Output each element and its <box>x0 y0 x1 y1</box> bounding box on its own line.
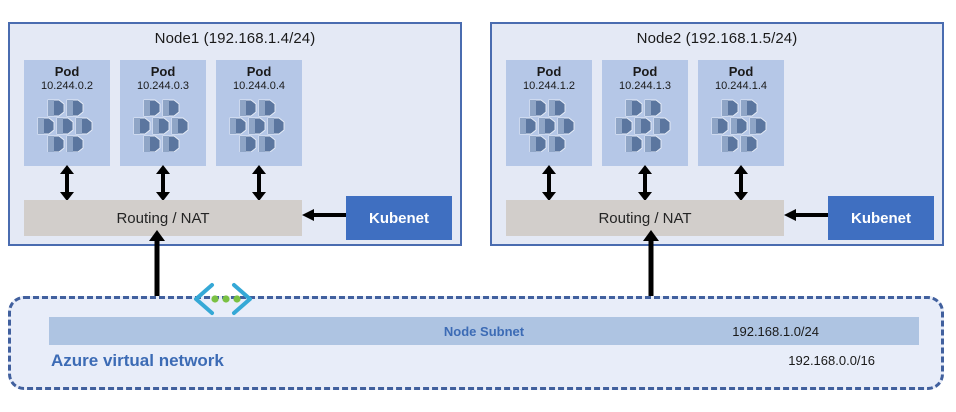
pod-routing-arrow <box>156 165 170 201</box>
pod-box: Pod 10.244.0.3 <box>120 60 206 166</box>
pod-ip: 10.244.1.2 <box>523 80 575 92</box>
pod-routing-arrow <box>734 165 748 201</box>
pod-ip: 10.244.1.4 <box>715 80 767 92</box>
pod-label: Pod <box>728 64 754 79</box>
kubernetes-pod-icon <box>229 99 285 152</box>
pod-ip: 10.244.0.3 <box>137 80 189 92</box>
kubenet-routing-arrow <box>784 209 830 221</box>
pod-routing-arrow <box>252 165 266 201</box>
routing-nat-box: Routing / NAT <box>24 200 302 236</box>
pod-label: Pod <box>246 64 272 79</box>
kubernetes-pod-icon <box>37 99 93 152</box>
pod-ip: 10.244.0.2 <box>41 80 93 92</box>
kubernetes-pod-icon <box>711 99 767 152</box>
kubenet-label: Kubenet <box>369 209 429 227</box>
chevron-dots-icon <box>194 283 252 315</box>
azure-vnet-box: Node Subnet 192.168.1.0/24 Azure virtual… <box>8 296 944 390</box>
node-title: Node2 (192.168.1.5/24) <box>636 30 798 47</box>
kubernetes-pod-icon <box>133 99 189 152</box>
pod-box: Pod 10.244.0.4 <box>216 60 302 166</box>
kubenet-box: Kubenet <box>346 196 452 240</box>
pod-routing-arrow <box>60 165 74 201</box>
pod-label: Pod <box>632 64 658 79</box>
pod-label: Pod <box>150 64 176 79</box>
kubernetes-pod-icon <box>519 99 575 152</box>
azure-vnet-cidr: 192.168.0.0/16 <box>788 353 875 368</box>
node-title: Node1 (192.168.1.4/24) <box>154 30 316 47</box>
node-box-node1: Node1 (192.168.1.4/24) Pod 10.244.0.2 <box>8 22 462 246</box>
routing-nat-label: Routing / NAT <box>116 209 210 227</box>
routing-nat-label: Routing / NAT <box>598 209 692 227</box>
kubenet-label: Kubenet <box>851 209 911 227</box>
node-box-node2: Node2 (192.168.1.5/24) Pod 10.244.1.2 <box>490 22 944 246</box>
pod-routing-arrow <box>542 165 556 201</box>
pod-ip: 10.244.0.4 <box>233 80 285 92</box>
pod-ip: 10.244.1.3 <box>619 80 671 92</box>
kubenet-routing-arrow <box>302 209 348 221</box>
azure-vnet-label: Azure virtual network <box>51 351 224 370</box>
pod-routing-arrow <box>638 165 652 201</box>
kubernetes-pod-icon <box>615 99 671 152</box>
node-subnet-bar: Node Subnet 192.168.1.0/24 <box>49 317 919 345</box>
node-subnet-label: Node Subnet <box>443 323 525 339</box>
pod-box: Pod 10.244.1.3 <box>602 60 688 166</box>
kubenet-box: Kubenet <box>828 196 934 240</box>
pod-box: Pod 10.244.1.4 <box>698 60 784 166</box>
routing-nat-box: Routing / NAT <box>506 200 784 236</box>
pod-label: Pod <box>54 64 80 79</box>
node-subnet-cidr: 192.168.1.0/24 <box>732 323 819 339</box>
pod-box: Pod 10.244.1.2 <box>506 60 592 166</box>
pod-label: Pod <box>536 64 562 79</box>
pod-box: Pod 10.244.0.2 <box>24 60 110 166</box>
